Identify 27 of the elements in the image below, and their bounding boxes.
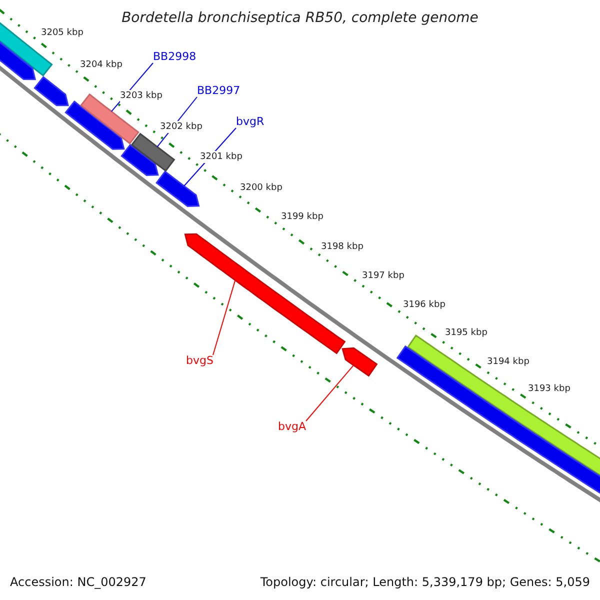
- scale-label: 3198 kbp: [321, 241, 364, 253]
- gene-label: BB2997: [197, 85, 240, 97]
- scale-label: 3201 kbp: [200, 151, 242, 163]
- gene-segment: [156, 170, 200, 207]
- scale-label: 3205 kbp: [41, 27, 84, 39]
- gene-segment: [130, 132, 176, 172]
- gene-label: bvgS: [186, 355, 214, 367]
- leader-line: [212, 280, 236, 356]
- gene-segment: [342, 347, 378, 377]
- scale-label: 3204 kbp: [80, 59, 122, 71]
- scale-label: 3196 kbp: [403, 299, 446, 311]
- gene-label: BB2998: [153, 51, 196, 63]
- leader-line: [306, 364, 354, 422]
- gene-segment: [184, 233, 346, 354]
- scale-label: 3193 kbp: [528, 383, 570, 395]
- gene-label: bvgA: [278, 421, 306, 433]
- accession-text: Accession: NC_002927: [10, 575, 146, 589]
- scale-label: 3203 kbp: [120, 90, 162, 102]
- gene-label: bvgR: [236, 116, 264, 128]
- title: Bordetella bronchiseptica RB50, complete genome: [120, 10, 480, 26]
- scale-label: 3194 kbp: [487, 356, 530, 368]
- scale-label: 3197 kbp: [362, 270, 404, 282]
- scale-label: 3202 kbp: [160, 121, 202, 133]
- scale-label: 3195 kbp: [445, 327, 488, 339]
- scale-label: 3199 kbp: [281, 211, 324, 223]
- genome-info-text: Topology: circular; Length: 5,339,179 bp; Genes: 5,059: [260, 575, 590, 589]
- scale-label: 3200 kbp: [240, 182, 282, 194]
